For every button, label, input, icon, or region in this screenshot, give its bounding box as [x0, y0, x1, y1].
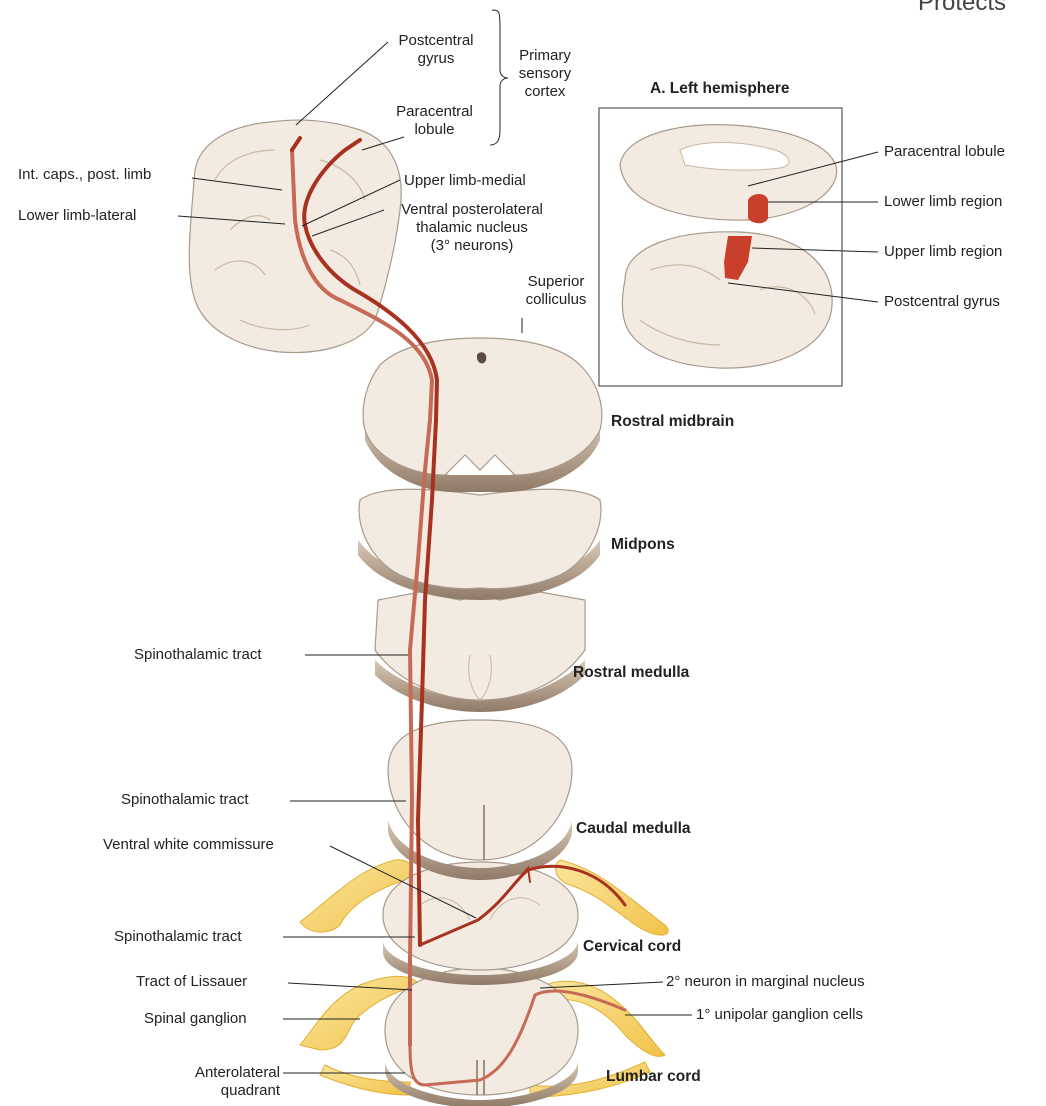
label-postcentral-gyrus: Postcentral gyrus	[386, 32, 486, 68]
inset-title: A. Left hemisphere	[650, 80, 790, 98]
label-caudal-medulla: Caudal medulla	[576, 820, 691, 838]
label-spinothalamic-tract-2: Spinothalamic tract	[121, 791, 249, 809]
coronal-brain-section	[189, 120, 401, 352]
label-spinal-ganglion: Spinal ganglion	[144, 1010, 247, 1028]
label-ventral-white-commissure: Ventral white commissure	[103, 836, 274, 854]
label-spinothalamic-tract-1: Spinothalamic tract	[134, 646, 262, 664]
label-superior-colliculus: Superior colliculus	[510, 273, 602, 309]
caudal-medulla-section	[388, 720, 572, 880]
label-upper-limb-medial: Upper limb-medial	[404, 172, 526, 190]
label-primary-sensory-cortex: Primary sensory cortex	[505, 47, 585, 101]
inset-label-paracentral-lobule: Paracentral lobule	[884, 143, 1005, 161]
inset-left-hemisphere	[599, 108, 842, 386]
label-vpl-nucleus: Ventral posterolateral thalamic nucleus …	[383, 201, 561, 255]
label-int-caps-post-limb: Int. caps., post. limb	[18, 166, 151, 184]
label-paracentral-lobule: Paracentral lobule	[382, 103, 487, 139]
label-first-unipolar: 1° unipolar ganglion cells	[696, 1006, 863, 1024]
label-rostral-midbrain: Rostral midbrain	[611, 413, 734, 431]
lumbar-cord-section	[385, 968, 578, 1106]
header-fragment: Protects	[918, 0, 1006, 12]
label-spinothalamic-tract-3: Spinothalamic tract	[114, 928, 242, 946]
rostral-medulla-section	[375, 592, 585, 712]
label-tract-of-lissauer: Tract of Lissauer	[136, 973, 247, 991]
label-anterolateral-quadrant: Anterolateral quadrant	[150, 1064, 280, 1100]
rostral-midbrain-section	[363, 338, 602, 492]
inset-label-upper-limb-region: Upper limb region	[884, 243, 1002, 261]
midpons-section	[358, 489, 601, 600]
inset-label-postcentral-gyrus: Postcentral gyrus	[884, 293, 1000, 311]
label-cervical-cord: Cervical cord	[583, 938, 681, 956]
label-lower-limb-lateral: Lower limb-lateral	[18, 207, 136, 225]
label-lumbar-cord: Lumbar cord	[606, 1068, 701, 1086]
label-rostral-medulla: Rostral medulla	[573, 664, 689, 682]
inset-label-lower-limb-region: Lower limb region	[884, 193, 1002, 211]
label-midpons: Midpons	[611, 536, 675, 554]
label-second-neuron: 2° neuron in marginal nucleus	[666, 973, 865, 991]
